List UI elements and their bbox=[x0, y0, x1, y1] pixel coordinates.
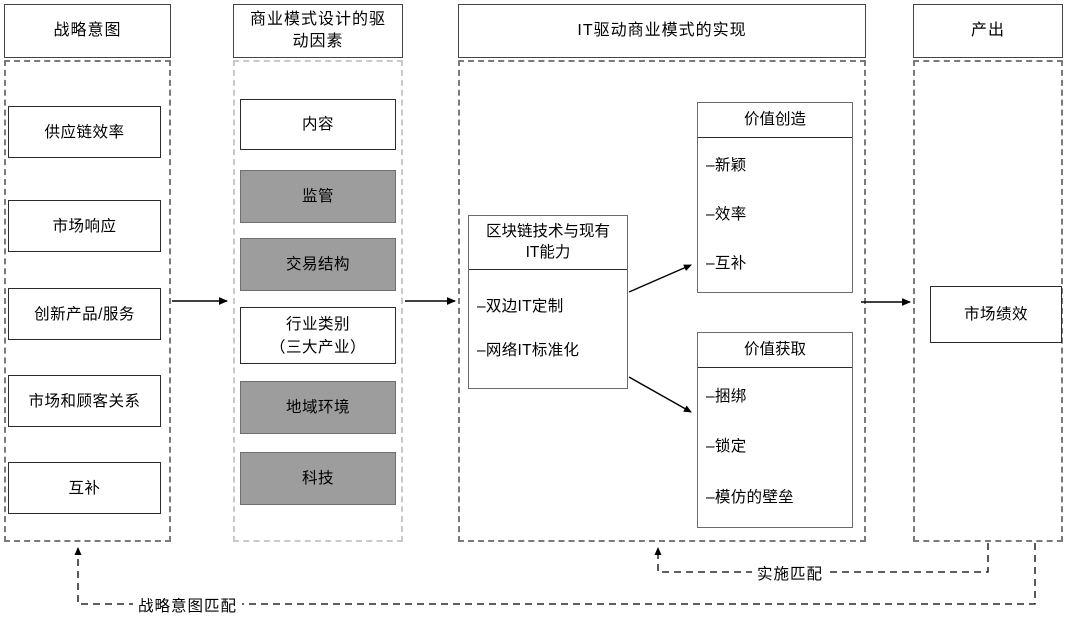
box-innovative-products-services[interactable]: 创新产品/服务 bbox=[8, 288, 161, 340]
panel-blockchain-it-capability-header: 区块链技术与现有 IT能力 bbox=[469, 216, 627, 270]
box-market-response[interactable]: 市场响应 bbox=[8, 200, 161, 252]
column-header-output: 产出 bbox=[913, 4, 1063, 58]
panel-value-creation-body: –新颖 –效率 –互补 bbox=[698, 138, 852, 292]
feedback-label-implementation-match: 实施匹配 bbox=[752, 562, 829, 584]
panel-value-creation[interactable]: 价值创造 –新颖 –效率 –互补 bbox=[697, 102, 853, 293]
panel-item-complementarity: –互补 bbox=[706, 254, 747, 272]
feedback-label-strategic-intent-match: 战略意图匹配 bbox=[133, 594, 243, 616]
panel-blockchain-header-line2: IT能力 bbox=[525, 244, 571, 261]
box-market-performance[interactable]: 市场绩效 bbox=[930, 286, 1062, 343]
panel-item-imitation-barrier: –模仿的壁垒 bbox=[706, 488, 794, 506]
box-transaction-structure[interactable]: 交易结构 bbox=[240, 238, 396, 291]
panel-blockchain-header-line1: 区块链技术与现有 bbox=[485, 223, 610, 240]
panel-item-bilateral-it-customization: –双边IT定制 bbox=[477, 298, 564, 316]
box-content[interactable]: 内容 bbox=[240, 99, 396, 150]
panel-item-efficiency: –效率 bbox=[706, 205, 747, 223]
panel-value-capture-header: 价值获取 bbox=[698, 333, 852, 368]
box-industry-category-line1: 行业类别 bbox=[285, 315, 350, 333]
panel-value-capture-body: –捆绑 –锁定 –模仿的壁垒 bbox=[698, 368, 852, 527]
panel-value-capture[interactable]: 价值获取 –捆绑 –锁定 –模仿的壁垒 bbox=[697, 332, 853, 528]
panel-item-network-it-standardization: –网络IT标准化 bbox=[477, 341, 580, 359]
panel-item-novelty: –新颖 bbox=[706, 157, 747, 175]
box-industry-category[interactable]: 行业类别 （三大产业） bbox=[240, 307, 396, 364]
panel-item-bundling: –捆绑 bbox=[706, 388, 747, 406]
box-regulation[interactable]: 监管 bbox=[240, 170, 396, 223]
column-header-strategic-intent: 战略意图 bbox=[4, 4, 171, 58]
box-market-customer-relations[interactable]: 市场和顾客关系 bbox=[8, 375, 161, 427]
box-industry-category-line2: （三大产业） bbox=[269, 338, 366, 356]
panel-value-creation-header: 价值创造 bbox=[698, 103, 852, 138]
box-technology[interactable]: 科技 bbox=[240, 452, 396, 505]
panel-blockchain-it-capability-body: –双边IT定制 –网络IT标准化 bbox=[469, 270, 627, 388]
box-complementarity[interactable]: 互补 bbox=[8, 462, 161, 514]
panel-item-lock-in: –锁定 bbox=[706, 438, 747, 456]
panel-blockchain-it-capability[interactable]: 区块链技术与现有 IT能力 –双边IT定制 –网络IT标准化 bbox=[468, 215, 628, 389]
box-regional-environment[interactable]: 地域环境 bbox=[240, 381, 396, 434]
box-supply-chain-efficiency[interactable]: 供应链效率 bbox=[8, 106, 161, 158]
column-header-business-model-drivers: 商业模式设计的驱动因素 bbox=[233, 4, 403, 58]
column-header-it-enabled-business-model: IT驱动商业模式的实现 bbox=[458, 4, 866, 58]
